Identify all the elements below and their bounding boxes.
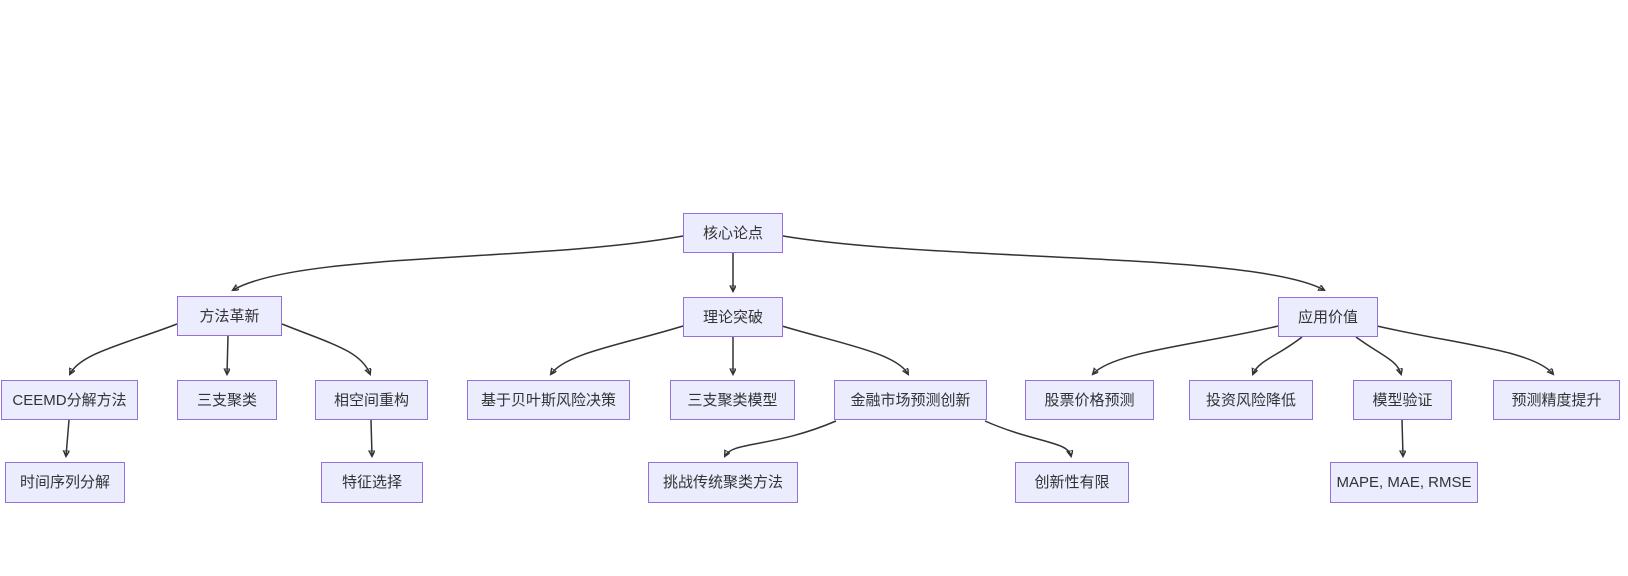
edge-application-stock — [1093, 325, 1279, 374]
node-method-innovation: 方法革新 — [177, 296, 282, 336]
edge-application-risk — [1253, 336, 1303, 374]
node-prediction-accuracy-improvement: 预测精度提升 — [1493, 380, 1620, 420]
node-theory-breakthrough: 理论突破 — [683, 297, 783, 337]
node-metrics-mape-mae-rmse: MAPE, MAE, RMSE — [1330, 462, 1478, 503]
edge-theory-finance — [781, 325, 908, 374]
node-application-value: 应用价值 — [1278, 297, 1378, 337]
edge-theory-bayes — [551, 325, 684, 374]
edge-method-threeway — [227, 335, 228, 374]
node-bayesian-risk-decision: 基于贝叶斯风险决策 — [467, 380, 630, 420]
edge-core-application — [782, 235, 1324, 290]
edge-phase-feature — [371, 419, 372, 456]
node-three-way-clustering-model: 三支聚类模型 — [670, 380, 795, 420]
edge-method-phase — [281, 323, 370, 374]
node-core-argument: 核心论点 — [683, 213, 783, 253]
edge-application-modelvalidation — [1355, 336, 1401, 374]
node-three-way-clustering: 三支聚类 — [177, 380, 277, 420]
node-investment-risk-reduction: 投资风险降低 — [1189, 380, 1313, 420]
node-challenge-traditional-clustering: 挑战传统聚类方法 — [648, 462, 798, 503]
edge-finance-challenge — [725, 420, 837, 456]
node-time-series-decomposition: 时间序列分解 — [5, 462, 125, 503]
node-limited-innovation: 创新性有限 — [1015, 462, 1129, 503]
edge-finance-limitedinnovation — [984, 420, 1071, 456]
edge-ceemd-tsdecomp — [66, 419, 70, 456]
node-feature-selection: 特征选择 — [321, 462, 423, 503]
node-model-validation: 模型验证 — [1353, 380, 1452, 420]
edge-application-precision — [1376, 325, 1553, 374]
node-ceemd-decomposition: CEEMD分解方法 — [1, 380, 138, 420]
node-financial-market-prediction: 金融市场预测创新 — [834, 380, 987, 420]
node-phase-space-reconstruction: 相空间重构 — [315, 380, 428, 420]
node-stock-price-prediction: 股票价格预测 — [1025, 380, 1154, 420]
edge-modelvalidation-metrics — [1402, 419, 1403, 456]
edge-method-ceemd — [70, 323, 178, 374]
edge-core-method — [233, 235, 684, 290]
